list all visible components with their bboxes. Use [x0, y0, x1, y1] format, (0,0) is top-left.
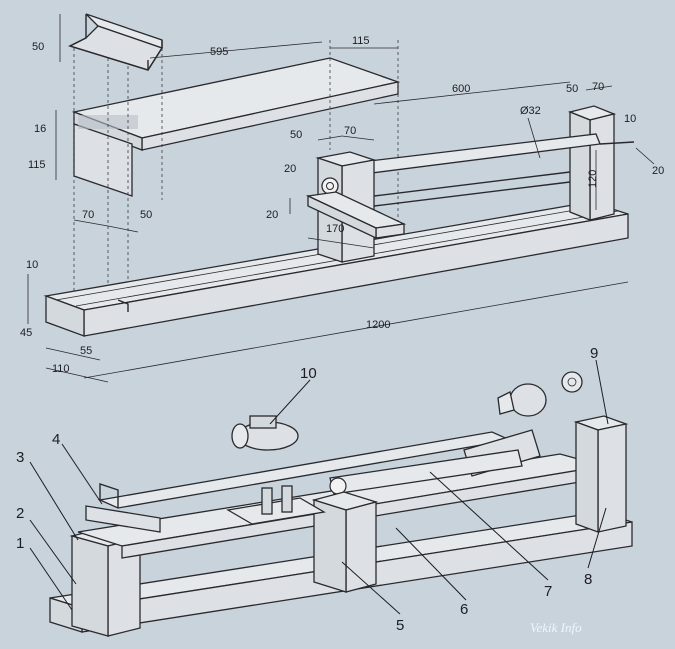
carriage-rail-top — [305, 191, 407, 240]
dim-label: 70 — [344, 125, 356, 137]
dim-10-left: 10 — [26, 259, 38, 296]
dim-595: 595 — [149, 41, 323, 59]
part-number-10: 10 — [300, 365, 317, 382]
part-number-6: 6 — [460, 601, 468, 618]
dim-label: Ø32 — [520, 105, 541, 117]
dim-120: 120 — [587, 150, 599, 210]
dim-label: 70 — [592, 81, 604, 93]
dim-70-post: 70 — [585, 81, 613, 93]
part-number-5: 5 — [396, 617, 404, 634]
part-leaders — [29, 359, 609, 615]
dim-label: 120 — [587, 170, 599, 188]
assembly-motor — [231, 415, 299, 451]
dim-1200: 1200 — [83, 281, 629, 379]
dim-20-right: 20 — [635, 147, 664, 177]
dim-16: 16 — [34, 110, 57, 140]
dim-50-post: 50 — [566, 83, 578, 95]
dim-label: 115 — [28, 159, 46, 171]
dim-label: 50 — [32, 41, 44, 53]
dim-70-low: 70 — [73, 209, 109, 227]
dim-115-left: 115 — [28, 140, 57, 180]
dim-dia32: Ø32 — [520, 105, 541, 159]
dim-70-mid: 70 — [341, 125, 375, 141]
left-block — [73, 115, 138, 197]
dim-label: 20 — [652, 165, 664, 177]
dim-55: 55 — [45, 345, 101, 361]
right-post-top — [567, 105, 617, 221]
dim-10-right: 10 — [624, 113, 636, 125]
dim-label: 10 — [26, 259, 38, 271]
part-numbers: 1 2 3 4 5 6 7 8 9 10 — [16, 345, 598, 634]
dim-label: 45 — [20, 327, 32, 339]
dim-50-low: 50 — [107, 209, 152, 233]
dim-label: 595 — [210, 46, 228, 58]
dim-115-top: 115 — [330, 35, 398, 49]
dim-label: 110 — [52, 363, 70, 375]
dim-label: 20 — [266, 209, 278, 221]
dim-label: 55 — [80, 345, 92, 357]
assembly-right-post — [573, 415, 629, 533]
projection-lines — [73, 40, 399, 318]
dim-label: 20 — [284, 163, 296, 175]
dim-50-mid: 50 — [290, 129, 343, 141]
part-number-7: 7 — [544, 583, 552, 600]
dim-label: 170 — [326, 223, 344, 235]
dim-label: 16 — [34, 123, 46, 135]
dim-label: 1200 — [366, 319, 390, 331]
dim-20-b: 20 — [266, 198, 291, 221]
dim-label: 115 — [352, 35, 370, 47]
part-number-3: 3 — [16, 449, 24, 466]
assembly-center-post — [311, 491, 379, 593]
dim-label: 10 — [624, 113, 636, 125]
dim-170: 170 — [307, 223, 375, 249]
dim-label: 600 — [452, 83, 470, 95]
part-number-4: 4 — [52, 431, 60, 448]
dim-110: 110 — [45, 363, 109, 383]
dim-20-a: 20 — [284, 163, 296, 175]
assembly-clamp-feet — [226, 485, 326, 525]
part-number-9: 9 — [590, 345, 598, 362]
dim-600: 600 — [373, 81, 571, 105]
channel-profile-top — [68, 13, 163, 71]
dim-label: 50 — [140, 209, 152, 221]
dim-label: 70 — [82, 209, 94, 221]
part-number-8: 8 — [584, 571, 592, 588]
part-number-2: 2 — [16, 505, 24, 522]
dim-label: 50 — [290, 129, 302, 141]
assembly-rod — [329, 449, 523, 495]
dim-45: 45 — [20, 296, 32, 339]
part-number-1: 1 — [16, 535, 24, 552]
dim-label: 50 — [566, 83, 578, 95]
dim-50-channel: 50 — [32, 14, 61, 62]
watermark: Vekik Info — [530, 620, 582, 635]
long-rail-top — [373, 171, 571, 207]
